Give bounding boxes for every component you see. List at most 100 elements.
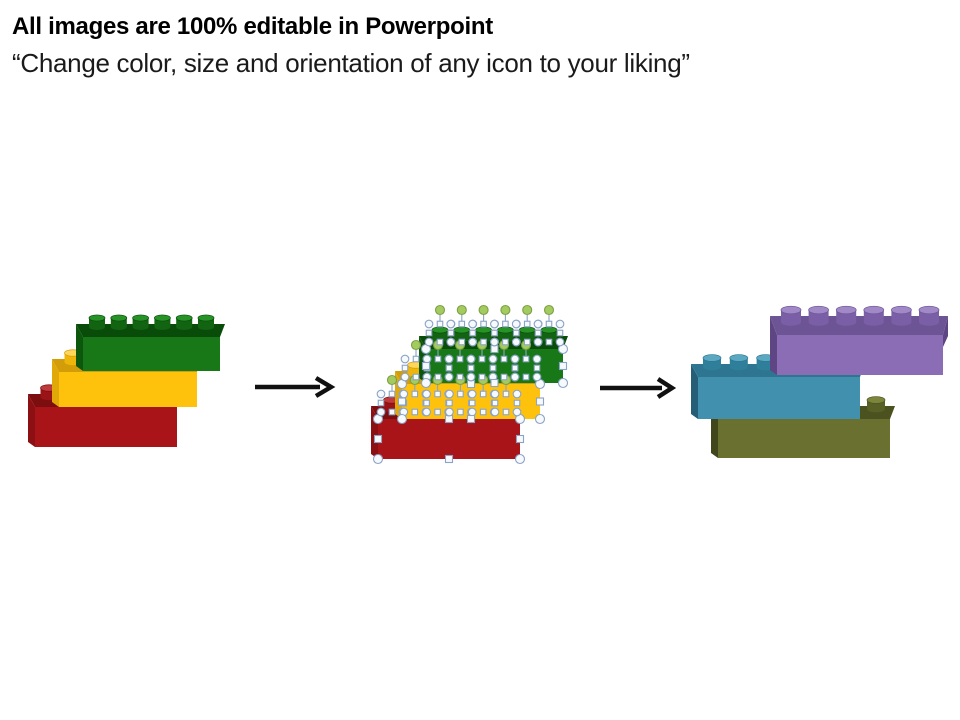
selection-handle[interactable]: [468, 337, 477, 347]
selection-handle[interactable]: [372, 453, 384, 465]
selection-handle[interactable]: [377, 399, 385, 407]
selection-handle[interactable]: [422, 389, 431, 399]
selection-handle[interactable]: [545, 338, 553, 346]
selection-handle[interactable]: [412, 373, 420, 381]
selection-handle[interactable]: [545, 320, 553, 328]
selection-handle[interactable]: [479, 390, 487, 398]
selection-handle[interactable]: [533, 364, 541, 372]
lego-bricks-recolored[interactable]: [691, 305, 948, 458]
selection-handle[interactable]: [522, 355, 530, 363]
lego-bricks-original[interactable]: [28, 314, 225, 447]
selection-handle[interactable]: [556, 329, 564, 337]
selection-handle[interactable]: [534, 413, 546, 425]
selection-handle[interactable]: [513, 399, 521, 407]
selection-handle[interactable]: [376, 389, 386, 399]
lego-bricks-selected[interactable]: [371, 304, 569, 465]
selection-handle[interactable]: [399, 389, 409, 399]
selection-handle[interactable]: [412, 355, 420, 363]
selection-handle[interactable]: [422, 354, 432, 364]
selection-handle[interactable]: [422, 407, 431, 417]
rotation-handle[interactable]: [434, 304, 446, 316]
selection-handle[interactable]: [510, 372, 520, 382]
selection-handle[interactable]: [424, 319, 434, 329]
selection-handle[interactable]: [373, 434, 383, 444]
selection-handle[interactable]: [411, 408, 419, 416]
selection-handle[interactable]: [444, 354, 454, 364]
selection-handle[interactable]: [397, 397, 407, 406]
selection-handle[interactable]: [445, 407, 454, 417]
selection-handle[interactable]: [445, 389, 454, 399]
selection-handle[interactable]: [388, 408, 396, 416]
selection-handle[interactable]: [514, 453, 526, 465]
selection-handle[interactable]: [502, 338, 509, 346]
selection-handle[interactable]: [535, 397, 545, 406]
selection-handle[interactable]: [511, 337, 521, 347]
selection-handle[interactable]: [466, 372, 476, 382]
selection-handle[interactable]: [457, 390, 464, 398]
rotation-handle[interactable]: [500, 304, 511, 316]
selection-handle[interactable]: [444, 372, 454, 382]
selection-handle[interactable]: [388, 390, 396, 398]
selection-handle[interactable]: [445, 364, 453, 372]
rotation-handle[interactable]: [478, 304, 489, 316]
selection-handle[interactable]: [469, 329, 476, 337]
selection-handle[interactable]: [436, 320, 444, 328]
selection-handle[interactable]: [376, 407, 386, 417]
selection-handle[interactable]: [522, 373, 530, 381]
selection-handle[interactable]: [490, 344, 499, 354]
selection-handle[interactable]: [490, 389, 500, 399]
selection-handle[interactable]: [423, 399, 430, 407]
selection-handle[interactable]: [434, 355, 442, 363]
selection-handle[interactable]: [468, 319, 477, 329]
selection-handle[interactable]: [396, 413, 408, 425]
selection-handle[interactable]: [456, 355, 464, 363]
selection-handle[interactable]: [533, 337, 543, 347]
selection-handle[interactable]: [447, 329, 455, 337]
selection-handle[interactable]: [502, 408, 510, 416]
selection-handle[interactable]: [490, 378, 499, 388]
selection-handle[interactable]: [444, 414, 454, 424]
selection-handle[interactable]: [434, 390, 441, 398]
selection-handle[interactable]: [467, 389, 477, 399]
selection-handle[interactable]: [466, 379, 476, 389]
selection-handle[interactable]: [512, 389, 522, 399]
selection-handle[interactable]: [456, 373, 464, 381]
selection-handle[interactable]: [458, 320, 466, 328]
selection-handle[interactable]: [502, 390, 510, 398]
selection-handle[interactable]: [512, 407, 522, 417]
selection-handle[interactable]: [500, 373, 508, 381]
selection-handle[interactable]: [490, 337, 499, 347]
selection-handle[interactable]: [466, 414, 476, 424]
selection-handle[interactable]: [434, 408, 441, 416]
selection-handle[interactable]: [490, 319, 499, 329]
selection-handle[interactable]: [523, 320, 531, 328]
selection-handle[interactable]: [558, 361, 568, 371]
selection-handle[interactable]: [400, 354, 410, 364]
selection-handle[interactable]: [458, 338, 466, 346]
selection-handle[interactable]: [446, 337, 456, 347]
selection-handle[interactable]: [490, 407, 500, 417]
selection-handle[interactable]: [425, 329, 433, 337]
selection-handle[interactable]: [523, 338, 531, 346]
selection-handle[interactable]: [467, 364, 475, 372]
selection-handle[interactable]: [478, 355, 486, 363]
selection-handle[interactable]: [446, 319, 456, 329]
selection-handle[interactable]: [480, 320, 487, 328]
selection-handle[interactable]: [434, 373, 442, 381]
selection-handle[interactable]: [420, 377, 432, 389]
selection-handle[interactable]: [500, 355, 508, 363]
selection-handle[interactable]: [400, 372, 410, 382]
selection-handle[interactable]: [401, 364, 409, 372]
selection-handle[interactable]: [533, 319, 543, 329]
selection-handle[interactable]: [557, 377, 569, 389]
selection-handle[interactable]: [488, 354, 498, 364]
selection-handle[interactable]: [467, 407, 477, 417]
rotation-handle[interactable]: [456, 304, 467, 316]
selection-handle[interactable]: [466, 354, 476, 364]
selection-handle[interactable]: [457, 408, 464, 416]
selection-handle[interactable]: [502, 320, 509, 328]
selection-handle[interactable]: [468, 399, 476, 407]
selection-handle[interactable]: [555, 337, 565, 347]
selection-handle[interactable]: [534, 329, 542, 337]
selection-handle[interactable]: [421, 361, 431, 371]
